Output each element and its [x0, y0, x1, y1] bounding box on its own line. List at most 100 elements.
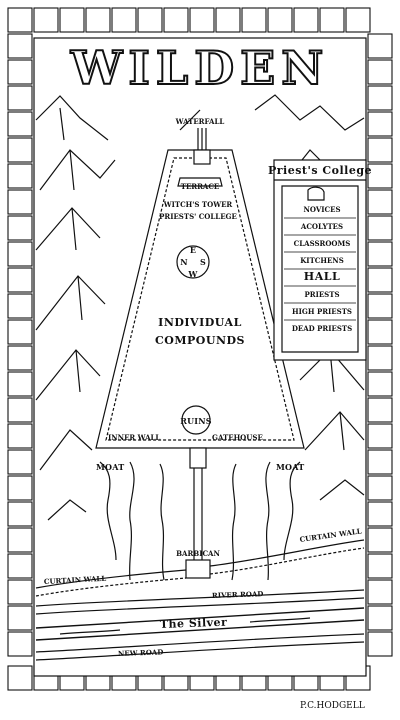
- curtain-wall: [35, 539, 365, 597]
- border-stone: [367, 397, 393, 423]
- map-labels: WATERFALL TERRACE WITCH'S TOWER PRIESTS'…: [44, 117, 363, 658]
- border-stone: [7, 163, 33, 189]
- border-stone: [7, 665, 33, 691]
- moat-left-label: MOAT: [96, 462, 124, 472]
- the-silver-label: The Silver: [160, 616, 228, 631]
- border-stone: [189, 7, 215, 33]
- inset-row-label: DEAD PRIESTS: [292, 324, 352, 333]
- river-road-label: RIVER ROAD: [212, 589, 264, 600]
- new-road-label: NEW ROAD: [118, 647, 164, 658]
- border-stone: [367, 137, 393, 163]
- border-stone: [7, 293, 33, 319]
- moat-right-label: MOAT: [276, 462, 304, 472]
- border-stone: [7, 501, 33, 527]
- border-stone: [367, 85, 393, 111]
- border-stone: [367, 293, 393, 319]
- river-road: [35, 589, 365, 615]
- priests-college-label: PRIESTS' COLLEGE: [159, 212, 237, 221]
- waterfall-label: WATERFALL: [175, 117, 225, 126]
- border-stone: [7, 111, 33, 137]
- border-stone: [7, 371, 33, 397]
- border-stone: [367, 475, 393, 501]
- border-stone: [367, 345, 393, 371]
- priests-college-inset: Priest's College NOVICES ACOLYTES CLASSROO…: [268, 159, 372, 361]
- gatehouse-label: GATEHOUSE: [212, 433, 263, 442]
- individual-label: INDIVIDUAL: [158, 316, 242, 329]
- inset-row-label: HIGH PRIESTS: [292, 307, 352, 316]
- border-stone: [7, 189, 33, 215]
- curtain-wall-left-label: CURTAIN WALL: [44, 574, 107, 586]
- border-stone: [7, 267, 33, 293]
- border-stone: [7, 7, 33, 33]
- border-stone: [367, 371, 393, 397]
- ruins-label: RUINS: [180, 416, 211, 426]
- inset-row-label: ACOLYTES: [300, 222, 343, 231]
- border-stone: [7, 33, 33, 59]
- border-stone: [367, 631, 393, 657]
- waterfall-tower: [177, 128, 223, 187]
- border-stone: [7, 475, 33, 501]
- border-stone: [7, 527, 33, 553]
- terrace-label: TERRACE: [181, 182, 220, 191]
- border-stone: [7, 605, 33, 631]
- border-stone: [293, 7, 319, 33]
- inset-row-label: PRIESTS: [304, 290, 339, 299]
- border-stone: [7, 59, 33, 85]
- border-stone: [367, 501, 393, 527]
- border-stone: [7, 449, 33, 475]
- border-stone: [163, 7, 189, 33]
- compass-w-label: W: [187, 269, 198, 279]
- inner-wall-label: INNER WALL: [108, 433, 160, 442]
- signature: P.C.HODGELL: [300, 701, 365, 711]
- compass-n-label: N: [180, 257, 188, 267]
- new-road: [35, 633, 365, 661]
- border-stone: [367, 215, 393, 241]
- border-stone: [7, 553, 33, 579]
- border-stone: [7, 631, 33, 657]
- border-stone: [367, 319, 393, 345]
- inner-wall: [95, 149, 305, 449]
- compass-s-label: S: [200, 257, 206, 267]
- inset-row-label: CLASSROOMS: [294, 239, 351, 248]
- border-stone: [367, 449, 393, 475]
- border-stone: [367, 579, 393, 605]
- border-stone: [367, 189, 393, 215]
- border-stone: [367, 59, 393, 85]
- border-stone: [33, 7, 59, 33]
- border-stone: [267, 7, 293, 33]
- border-stone: [241, 7, 267, 33]
- border-stone: [367, 553, 393, 579]
- the-silver-river: [35, 607, 365, 641]
- border-stone: [111, 7, 137, 33]
- border-stone: [7, 423, 33, 449]
- inset-row-label: HALL: [304, 270, 340, 283]
- border-stone: [367, 605, 393, 631]
- witchs-tower-label: WITCH'S TOWER: [163, 200, 233, 209]
- compass-rose: E N S W: [176, 245, 210, 279]
- barbican-label: BARBICAN: [176, 549, 220, 558]
- gatehouse-passage: [185, 447, 211, 579]
- border-stone: [367, 423, 393, 449]
- border-stone: [7, 345, 33, 371]
- inset-rows: NOVICES ACOLYTES CLASSROOMS KITCHENS HALL PRI…: [284, 205, 356, 333]
- inset-row-label: NOVICES: [303, 205, 340, 214]
- inset-row-label: KITCHENS: [300, 256, 344, 265]
- border-stone: [367, 241, 393, 267]
- border-stone: [7, 137, 33, 163]
- border-stone: [7, 579, 33, 605]
- inset-title: Priest's College: [268, 164, 372, 177]
- border-stone: [7, 397, 33, 423]
- border-stone: [367, 163, 393, 189]
- border-stone: [367, 33, 393, 59]
- map-title: WILDEN: [70, 41, 330, 95]
- ruins-circle: [181, 405, 211, 435]
- border-stone: [367, 267, 393, 293]
- border-stone: [7, 215, 33, 241]
- border-stone: [367, 527, 393, 553]
- border-stone: [215, 7, 241, 33]
- border-stone: [319, 7, 345, 33]
- border-stone: [345, 7, 371, 33]
- border-stone: [85, 7, 111, 33]
- compass-e-label: E: [190, 245, 196, 255]
